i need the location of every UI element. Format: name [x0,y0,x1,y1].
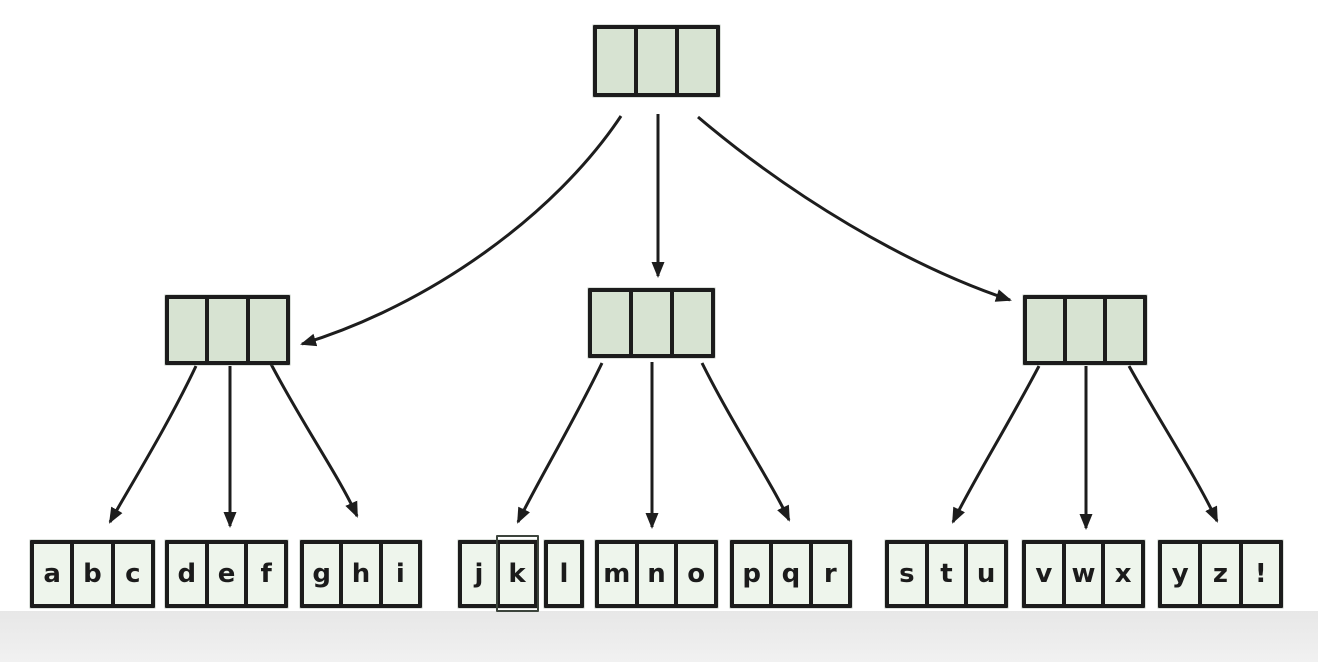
edge-right-internal-to-leaf-stu [951,365,1041,524]
edge-root-to-right-internal [697,115,1012,302]
empty-cell [1027,299,1063,361]
internal-node-right [1023,295,1147,365]
leaf-cell: v [1026,544,1062,604]
leaf-cell: u [968,544,1005,604]
leaf-node-mno: m n o [595,540,718,608]
leaf-node-ghi: g h i [300,540,422,608]
leaf-cell: s [889,544,925,604]
leaf-node-l: l [544,540,584,608]
bottom-gray-band [0,611,1318,662]
leaf-node-stu: s t u [885,540,1008,608]
leaf-cell: y [1162,544,1199,604]
edge-left-internal-to-leaf-abc [108,365,198,524]
edge-left-internal-to-leaf-ghi [269,363,359,518]
leaf-cell: r [812,544,848,604]
leaf-cell: t [928,544,965,604]
leaf-cell: i [382,544,418,604]
leaf-node-def: d e f [165,540,288,608]
leaf-cell: g [304,544,340,604]
edge-right-internal-to-leaf-yz [1127,365,1219,523]
empty-cell [679,29,716,93]
internal-node-left [165,295,290,365]
leaf-node-vwx: v w x [1022,540,1145,608]
empty-cell [1067,299,1103,361]
leaf-cell: d [169,544,205,604]
leaf-cell: ! [1242,544,1279,604]
empty-cell [597,29,634,93]
leaf-cell: l [548,544,580,604]
leaf-cell: q [773,544,809,604]
empty-cell [674,292,711,354]
leaf-cell: e [208,544,245,604]
empty-cell [592,292,629,354]
leaf-cell: k [500,544,534,604]
empty-cell [209,299,246,361]
leaf-node-yz-bang: y z ! [1158,540,1283,608]
leaf-cell: f [248,544,285,604]
leaf-cell: p [734,544,770,604]
edge-middle-internal-to-leaf-jkl [516,362,604,524]
empty-cell [169,299,206,361]
edge-root-to-left-internal [300,115,623,347]
empty-cell [249,299,286,361]
leaf-cell: j [462,544,496,604]
empty-cell [638,29,675,93]
internal-node-middle [588,288,715,358]
leaf-cell: c [114,544,151,604]
leaf-cell: n [638,544,675,604]
leaf-node-abc: a b c [30,540,155,608]
edge-middle-internal-to-leaf-pqr [700,362,791,522]
empty-cell [633,292,670,354]
leaf-cell: b [74,544,111,604]
leaf-cell: x [1105,544,1142,604]
root-node [593,25,720,97]
leaf-cell: a [34,544,71,604]
leaf-node-pqr: p q r [730,540,852,608]
leaf-cell: z [1202,544,1239,604]
leaf-cell: h [343,544,379,604]
leaf-cell: m [599,544,635,604]
leaf-cell: o [678,544,715,604]
leaf-cell: w [1065,544,1102,604]
empty-cell [1107,299,1143,361]
leaf-node-jk: j k [458,540,538,608]
